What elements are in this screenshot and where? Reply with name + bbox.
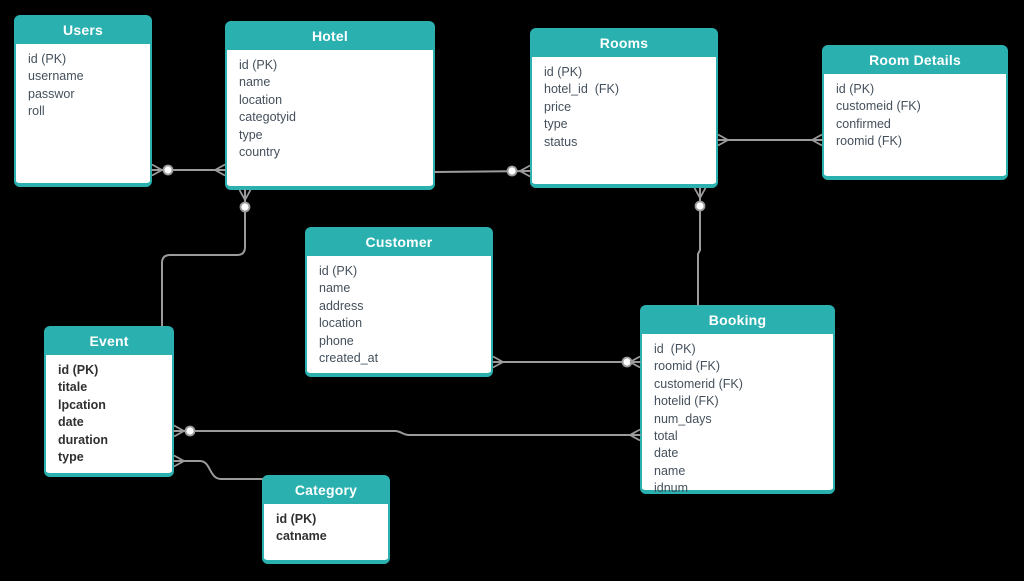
crow-foot-marker — [629, 355, 641, 369]
table-field: passwor — [28, 86, 75, 101]
crow-foot-marker — [492, 355, 504, 369]
table-title: Rooms — [599, 35, 649, 51]
entity-table-event[interactable]: Event id (PK) titale lpcation date duration t… — [44, 326, 174, 477]
table-header[interactable]: Booking — [642, 307, 833, 334]
table-title: Customer — [365, 234, 433, 250]
table-field: username — [28, 69, 84, 84]
table-field: titale — [58, 380, 88, 395]
table-field: num_days — [654, 411, 712, 426]
table-field: type — [239, 127, 263, 142]
entity-table-booking[interactable]: Booking id (PK) roomid (FK) customerid (FK… — [640, 305, 835, 495]
table-field: catname — [276, 529, 327, 544]
crow-foot-marker — [693, 187, 707, 199]
table-fields: id (PK) customeid (FK) confirmed roomid (FK… — [824, 74, 1006, 151]
table-field: id (PK) — [836, 82, 875, 96]
table-field: id (PK) — [276, 512, 317, 526]
table-field: id (PK) — [58, 363, 99, 377]
table-fields: id (PK) roomid (FK) customerid (FK) hotelid… — [642, 334, 833, 498]
relationship-hotel-event[interactable] — [161, 189, 246, 327]
table-field: lpcation — [58, 397, 106, 412]
crow-foot-marker — [173, 454, 185, 468]
crow-foot-marker — [717, 133, 729, 147]
table-field: categotyid — [239, 110, 296, 125]
table-field: customeid (FK) — [836, 99, 921, 114]
entity-table-users[interactable]: Users id (PK) username passwor roll — [14, 15, 152, 187]
entity-table-category[interactable]: Category id (PK) catname — [262, 475, 390, 564]
crow-foot-marker — [519, 164, 531, 178]
table-header[interactable]: Category — [264, 477, 388, 504]
table-header[interactable]: Room Details — [824, 47, 1006, 74]
table-field: hotelid (FK) — [654, 394, 719, 409]
entity-table-room-details[interactable]: Room Details id (PK) customeid (FK) confir… — [822, 45, 1008, 180]
table-field: name — [319, 281, 351, 296]
table-field: id (PK) — [319, 264, 358, 278]
table-field: name — [239, 75, 271, 90]
table-title: Hotel — [312, 28, 348, 44]
table-field: type — [58, 450, 84, 465]
entity-table-customer[interactable]: Customer id (PK) name address location phone… — [305, 227, 493, 377]
entity-table-hotel[interactable]: Hotel id (PK) name location categotyid type c… — [225, 21, 435, 190]
table-field: address — [319, 298, 364, 313]
table-field: customerid (FK) — [654, 376, 743, 391]
table-fields: id (PK) name address location phone created_a… — [307, 256, 491, 367]
table-title: Booking — [708, 312, 767, 328]
table-header[interactable]: Event — [46, 328, 172, 355]
table-field: idnum — [654, 481, 689, 496]
table-field: created_at — [319, 351, 379, 366]
table-field: roomid (FK) — [836, 134, 902, 149]
table-title: Category — [294, 482, 358, 498]
table-field: confirmed — [836, 116, 891, 131]
relationship-event-category[interactable] — [173, 460, 263, 480]
table-header[interactable]: Customer — [307, 229, 491, 256]
relationship-hotel-rooms[interactable] — [434, 170, 531, 173]
table-field: roll — [28, 104, 45, 119]
entity-table-rooms[interactable]: Rooms id (PK) hotel_id (FK) price type statu… — [530, 28, 718, 188]
table-field: name — [654, 463, 686, 478]
table-fields: id (PK) catname — [264, 504, 388, 546]
table-field: phone — [319, 333, 354, 348]
table-title: Users — [63, 22, 103, 38]
table-field: status — [544, 134, 578, 149]
crow-foot-marker — [173, 424, 185, 438]
table-field: country — [239, 145, 280, 160]
relationship-event-booking[interactable] — [173, 430, 641, 436]
table-fields: id (PK) hotel_id (FK) price type status — [532, 57, 716, 151]
crow-foot-marker — [629, 428, 641, 442]
relationship-rooms-booking[interactable] — [697, 187, 701, 306]
table-header[interactable]: Rooms — [532, 30, 716, 57]
crow-foot-marker — [151, 163, 163, 177]
table-fields: id (PK) titale lpcation date duration type — [46, 355, 172, 466]
table-title: Room Details — [869, 52, 961, 68]
table-field: total — [654, 429, 678, 444]
table-fields: id (PK) name location categotyid type country — [227, 50, 433, 161]
table-field: hotel_id (FK) — [544, 82, 620, 97]
table-field: duration — [58, 432, 108, 447]
table-field: id (PK) — [28, 52, 67, 66]
table-header[interactable]: Users — [16, 17, 150, 44]
crow-foot-marker — [238, 189, 252, 201]
table-field: id (PK) — [544, 65, 583, 79]
crow-foot-marker — [214, 163, 226, 177]
table-field: location — [239, 92, 283, 107]
table-field: id (PK) — [239, 58, 278, 72]
table-field: price — [544, 99, 572, 114]
table-field: date — [654, 446, 679, 461]
table-field: type — [544, 117, 568, 132]
table-header[interactable]: Hotel — [227, 23, 433, 50]
table-field: id (PK) — [654, 342, 696, 356]
table-field: date — [58, 415, 84, 430]
table-fields: id (PK) username passwor roll — [16, 44, 150, 121]
crow-foot-marker — [811, 133, 823, 147]
table-field: location — [319, 316, 363, 331]
table-title: Event — [89, 333, 129, 349]
table-field: roomid (FK) — [654, 359, 720, 374]
